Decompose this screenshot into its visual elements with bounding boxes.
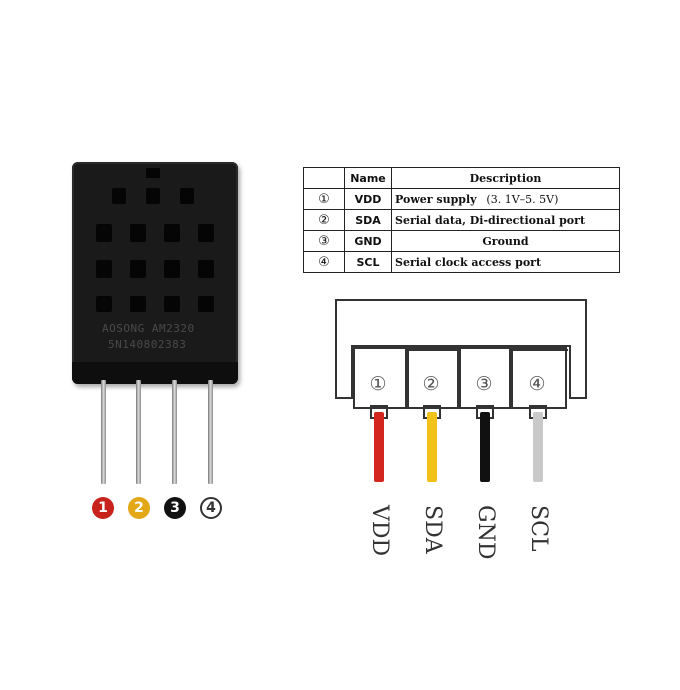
sensor-base [72,362,238,384]
table-header-row: Name Description [303,167,620,189]
table-row: ③ GND Ground [303,230,620,252]
vent-slot [198,296,214,312]
vent-slot [146,188,160,204]
vent-slot [96,224,112,242]
table-cell-empty [303,167,345,189]
wire-label-vdd: VDD [367,505,392,557]
pin-description-cell: Power supply (3. 1V–5. 5V) [391,188,620,210]
pin-description-cell: Ground [391,230,620,252]
pin-table: Name Description ① VDD Power supply (3. … [303,167,620,273]
sensor-body: AOSONG AM2320 5N140802383 [72,162,238,384]
connector-pin-number: ② [422,373,440,395]
vent-slot [130,296,146,312]
vent-slot [96,296,112,312]
pin-number-cell: ① [303,188,345,210]
wire-label-scl: SCL [526,505,551,552]
pin-name-cell: VDD [344,188,392,210]
table-row: ④ SCL Serial clock access port [303,251,620,273]
vent-slot [198,260,214,278]
pin-voltage-range: (3. 1V–5. 5V) [486,192,559,206]
wire-gnd [480,412,490,482]
pin-name-cell: SDA [344,209,392,231]
sensor-marking-line1: AOSONG AM2320 [102,322,195,335]
sensor-pin [136,380,141,484]
pin-number-cell: ③ [303,230,345,252]
vent-slot [180,188,194,204]
sensor-notch [146,168,160,178]
table-row: ① VDD Power supply (3. 1V–5. 5V) [303,188,620,210]
table-header-description: Description [391,167,620,189]
pin-number-cell: ② [303,209,345,231]
connector-outline [335,299,587,419]
wire-label-gnd: GND [473,505,498,560]
connector-pin-number: ① [369,373,387,395]
vent-slot [130,260,146,278]
pin-description-cell: Serial data, Di-directional port [391,209,620,231]
table-header-name: Name [344,167,392,189]
sensor-pin [101,380,106,484]
connector-pin-number: ④ [528,373,546,395]
connector-pin-number: ③ [475,373,493,395]
vent-slot [112,188,126,204]
pin-description-cell: Serial clock access port [391,251,620,273]
pin-number-badge: 1 [92,497,114,519]
table-row: ② SDA Serial data, Di-directional port [303,209,620,231]
pin-number-badge: 4 [200,497,222,519]
sensor-pin [172,380,177,484]
wire-vdd [374,412,384,482]
pin-description-text: Power supply [395,192,477,206]
pin-name-cell: GND [344,230,392,252]
sensor-marking-line2: 5N140802383 [108,338,187,351]
wire-sda [427,412,437,482]
sensor-pin [208,380,213,484]
wire-label-sda: SDA [420,505,445,554]
vent-slot [130,224,146,242]
pin-number-badge: 3 [164,497,186,519]
vent-slot [164,260,180,278]
pin-number-badge: 2 [128,497,150,519]
wire-scl [533,412,543,482]
vent-slot [96,260,112,278]
vent-slot [164,296,180,312]
pin-name-cell: SCL [344,251,392,273]
pin-number-cell: ④ [303,251,345,273]
vent-slot [164,224,180,242]
vent-slot [198,224,214,242]
